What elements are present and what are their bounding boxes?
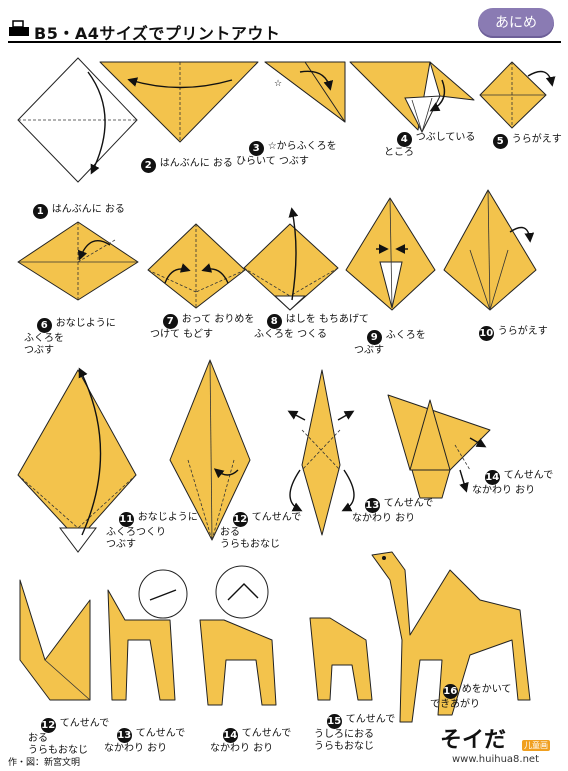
step-6-diagram bbox=[17, 221, 139, 301]
step-15-diagram bbox=[309, 617, 373, 701]
animation-button[interactable]: あにめ bbox=[478, 8, 554, 38]
step-13-diagram bbox=[287, 369, 355, 536]
step-4-diagram bbox=[349, 61, 475, 134]
step-1-diagram bbox=[17, 57, 138, 183]
step-16-camel bbox=[371, 551, 531, 723]
step-8-diagram bbox=[243, 207, 339, 311]
step-11-diagram bbox=[17, 367, 137, 553]
page-title: B5・A4サイズでプリントアウト bbox=[34, 24, 281, 43]
header-divider bbox=[8, 41, 561, 43]
printer-icon bbox=[9, 20, 29, 36]
step-14-diagram bbox=[387, 394, 491, 499]
site-logo: そイだ bbox=[440, 727, 507, 753]
step-9-diagram bbox=[345, 197, 436, 311]
step-3-caption: 3☆からふくろを ひらいて つぶす bbox=[236, 141, 337, 167]
step-7-diagram bbox=[147, 223, 246, 309]
site-url[interactable]: www.huihua8.net bbox=[452, 754, 540, 765]
author-credit: 作・図：新宮文明 bbox=[8, 758, 81, 768]
step-12b-diagram bbox=[19, 579, 91, 701]
step-5-diagram bbox=[479, 61, 556, 129]
step-10-diagram bbox=[443, 189, 537, 311]
svg-text:☆: ☆ bbox=[274, 79, 282, 89]
logo-tag: 儿童画 bbox=[522, 740, 550, 751]
step-14b-diagram bbox=[199, 565, 277, 706]
step-13b-diagram bbox=[107, 569, 188, 701]
step-12-diagram bbox=[169, 359, 251, 541]
step-2-diagram bbox=[99, 61, 259, 143]
step-3-diagram: ☆ bbox=[264, 61, 346, 123]
